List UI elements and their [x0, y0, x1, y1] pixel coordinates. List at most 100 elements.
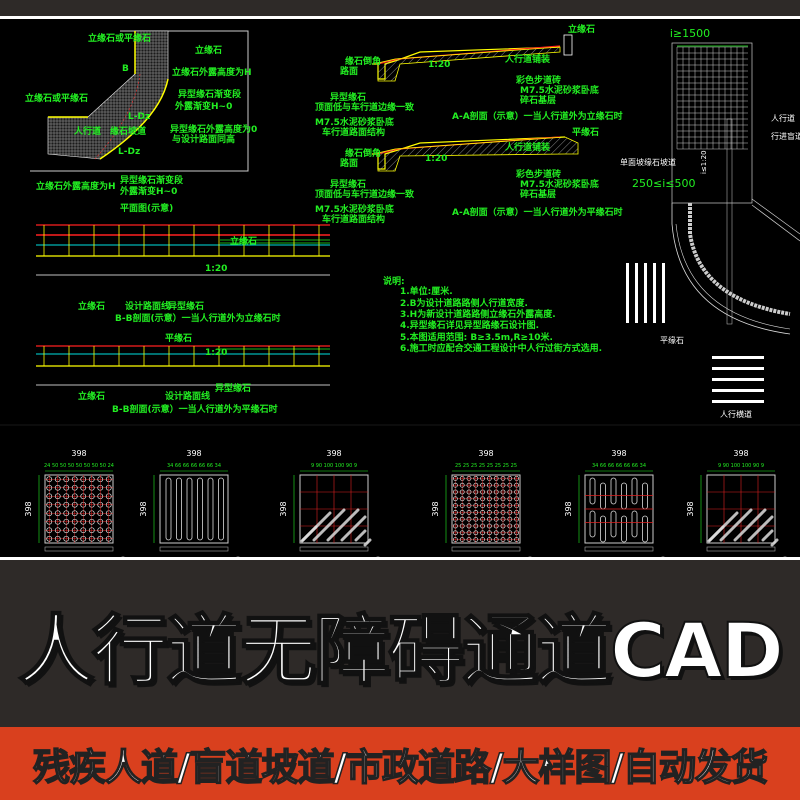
tile-dot [466, 503, 472, 508]
plan-label: L-Dz [128, 112, 150, 122]
tile-dot [473, 537, 479, 542]
tile-dot [97, 527, 104, 534]
tile-dot [80, 535, 87, 542]
tile-bar [165, 477, 172, 541]
tile-diagonal [326, 508, 360, 542]
tile-dot [459, 510, 465, 515]
tile-bar [610, 510, 617, 538]
section-label: 异型缘石 [330, 91, 366, 103]
tile-height-label: 398 [564, 501, 573, 516]
note-item: 6.施工时应配合交通工程设计中人行过街方式选用. [400, 342, 602, 354]
section-label: 1:20 [205, 264, 227, 274]
tile-dot [473, 530, 479, 536]
tile-dot [480, 503, 485, 508]
note-item: 5.本图适用范围: B≥3.5m,R≥10米. [400, 331, 553, 343]
tile-dot [487, 510, 492, 515]
section-label: 缘石倒角 [345, 55, 381, 67]
tile-bar [589, 510, 596, 538]
tile-dot [466, 489, 472, 495]
tile-dot [80, 510, 87, 517]
section-label: 碎石基层 [520, 94, 556, 106]
tile-outline [451, 474, 521, 544]
tile-dot [459, 503, 465, 508]
tile-dot [54, 484, 61, 491]
section-label: 人行道铺装 [504, 141, 551, 153]
tile-width-label: 398 [71, 449, 86, 458]
tile-bar [176, 477, 182, 541]
tile-width-label: 398 [478, 449, 493, 458]
tile-bar [631, 477, 638, 505]
crosswalk-vertical [626, 263, 665, 323]
tile-dot [466, 510, 472, 515]
tile-dot [459, 489, 465, 495]
section-a-2: 缘石倒角 路面 异型缘石 顶面低与车行道边缘一致 M7.5水泥砂浆卧底 车行道路… [315, 126, 623, 225]
tile-dot [63, 527, 70, 534]
tile-dot [487, 516, 492, 522]
plan-label: 立缘石外露高度为H [172, 66, 252, 78]
tile-width-label: 398 [186, 449, 201, 458]
tile-section-profile [451, 546, 521, 552]
section-label: M7.5水泥砂浆卧底 [520, 84, 599, 96]
section-label: M7.5水泥砂浆卧底 [520, 178, 599, 190]
dimension-label: i≥1500 [670, 27, 710, 40]
tile-diagonal [708, 511, 739, 542]
tile-dot [54, 510, 61, 517]
ramp-label: 人行横道 [720, 409, 752, 419]
tile-dot [453, 482, 458, 488]
tile-dot [487, 523, 492, 529]
section-label: 异型缘石 [168, 300, 204, 312]
tile-dot [46, 501, 53, 508]
section-label: 顶面低与车行道边缘一致 [315, 101, 415, 113]
tile-width-label: 398 [326, 449, 341, 458]
slope-label: i≤1:20 [700, 150, 708, 174]
tile-dot [466, 537, 472, 542]
tile-diagonal [770, 538, 779, 547]
tile-section-profile [159, 546, 229, 552]
tile-dot [500, 537, 506, 542]
tile-top-dims: 25 25 25 25 25 25 25 25 [455, 463, 517, 469]
tile-dot [453, 510, 458, 515]
section-label: 设计路面线 [125, 300, 170, 312]
tile-diagonal [363, 538, 372, 547]
tile-dot [493, 523, 499, 529]
tile-dot [466, 530, 472, 536]
tile-dot [453, 496, 458, 502]
ramp-label: 行进盲道 [771, 131, 800, 141]
section-label: 路面 [340, 157, 358, 169]
tile-dot [473, 496, 479, 502]
cad-drawing: 立缘石或平缘石 立缘石 立缘石外露高度为H 立缘石或平缘石 异型缘石渐变段 外露… [0, 23, 800, 568]
plan-label: 与设计路面同高 [172, 133, 235, 145]
tile-dot [63, 501, 70, 508]
section-caption: B-B剖面(示意）一当人行道外为立缘石时 [115, 312, 281, 324]
tile-dot [459, 537, 465, 542]
note-item: 3.H为新设计道路路侧立缘石外露高度. [400, 308, 556, 320]
tile-height-label: 398 [686, 501, 695, 516]
tile-diagonal [733, 508, 767, 542]
plan-label: 异型缘石渐变段 [178, 88, 242, 100]
tile-dot [453, 530, 458, 536]
tile-diagonal [354, 529, 367, 542]
tile-dot [500, 523, 506, 529]
tile-dot [105, 535, 112, 542]
section-label: 缘石倒角 [345, 147, 381, 159]
tile-dot [459, 496, 465, 502]
cad-drawing-area: 立缘石或平缘石 立缘石 立缘石外露高度为H 立缘石或平缘石 异型缘石渐变段 外露… [0, 19, 800, 568]
tile-section-profile [584, 546, 654, 552]
tile-dot [453, 489, 458, 495]
section-label: 路面 [340, 65, 358, 77]
section-label: M7.5水泥砂浆卧底 [315, 116, 394, 128]
plan-label: 立缘石外露高度为H [36, 180, 116, 192]
section-b-2: 平缘石 立缘石 设计路面线 异型缘石 1:20 B-B剖面(示意）一当人行道外为… [36, 332, 330, 415]
tile-top-dims: 34 66 66 66 66 66 34 [592, 463, 646, 469]
tile-dot [493, 530, 499, 536]
ramp-label: 平缘石 [660, 335, 684, 345]
tile-dot [46, 535, 53, 542]
section-a-1: 缘石倒角 路面 异型缘石 顶面低与车行道边缘一致 M7.5水泥砂浆卧底 车行道路… [315, 23, 623, 138]
tile-bar [589, 477, 596, 505]
plan-label: 异型缘石外露高度为0 [170, 123, 257, 135]
section-caption: A-A剖面（示意）一当人行道外为平缘石时 [452, 206, 623, 218]
tile-dot [63, 518, 70, 525]
tile-diagonal [312, 508, 346, 542]
